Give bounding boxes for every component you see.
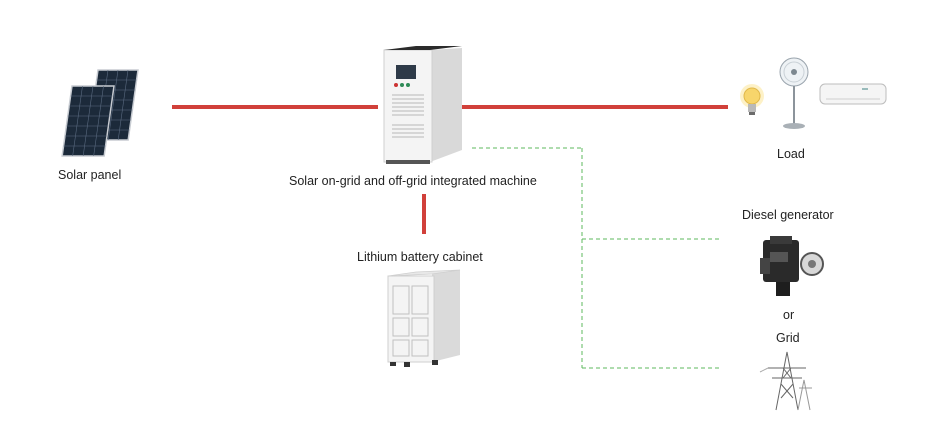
or-label: or xyxy=(783,308,795,322)
generator-grid-connector xyxy=(472,147,722,369)
solar-panel-label: Solar panel xyxy=(58,168,122,182)
diesel-generator-label: Diesel generator xyxy=(742,208,834,222)
grid-label: Grid xyxy=(776,331,800,345)
battery-cabinet-label: Lithium battery cabinet xyxy=(357,250,483,264)
inverter-cabinet-icon xyxy=(383,46,462,164)
fan-icon xyxy=(779,57,809,129)
solar-panel-icon xyxy=(61,69,139,157)
load-label: Load xyxy=(777,147,805,161)
transmission-tower-icon xyxy=(759,351,812,411)
diesel-generator-icon xyxy=(760,236,824,296)
battery-cabinet-icon xyxy=(387,269,461,367)
integrated-machine-label: Solar on-grid and off-grid integrated ma… xyxy=(289,174,537,188)
air-conditioner-icon xyxy=(819,83,887,105)
light-bulb-icon xyxy=(740,84,764,115)
